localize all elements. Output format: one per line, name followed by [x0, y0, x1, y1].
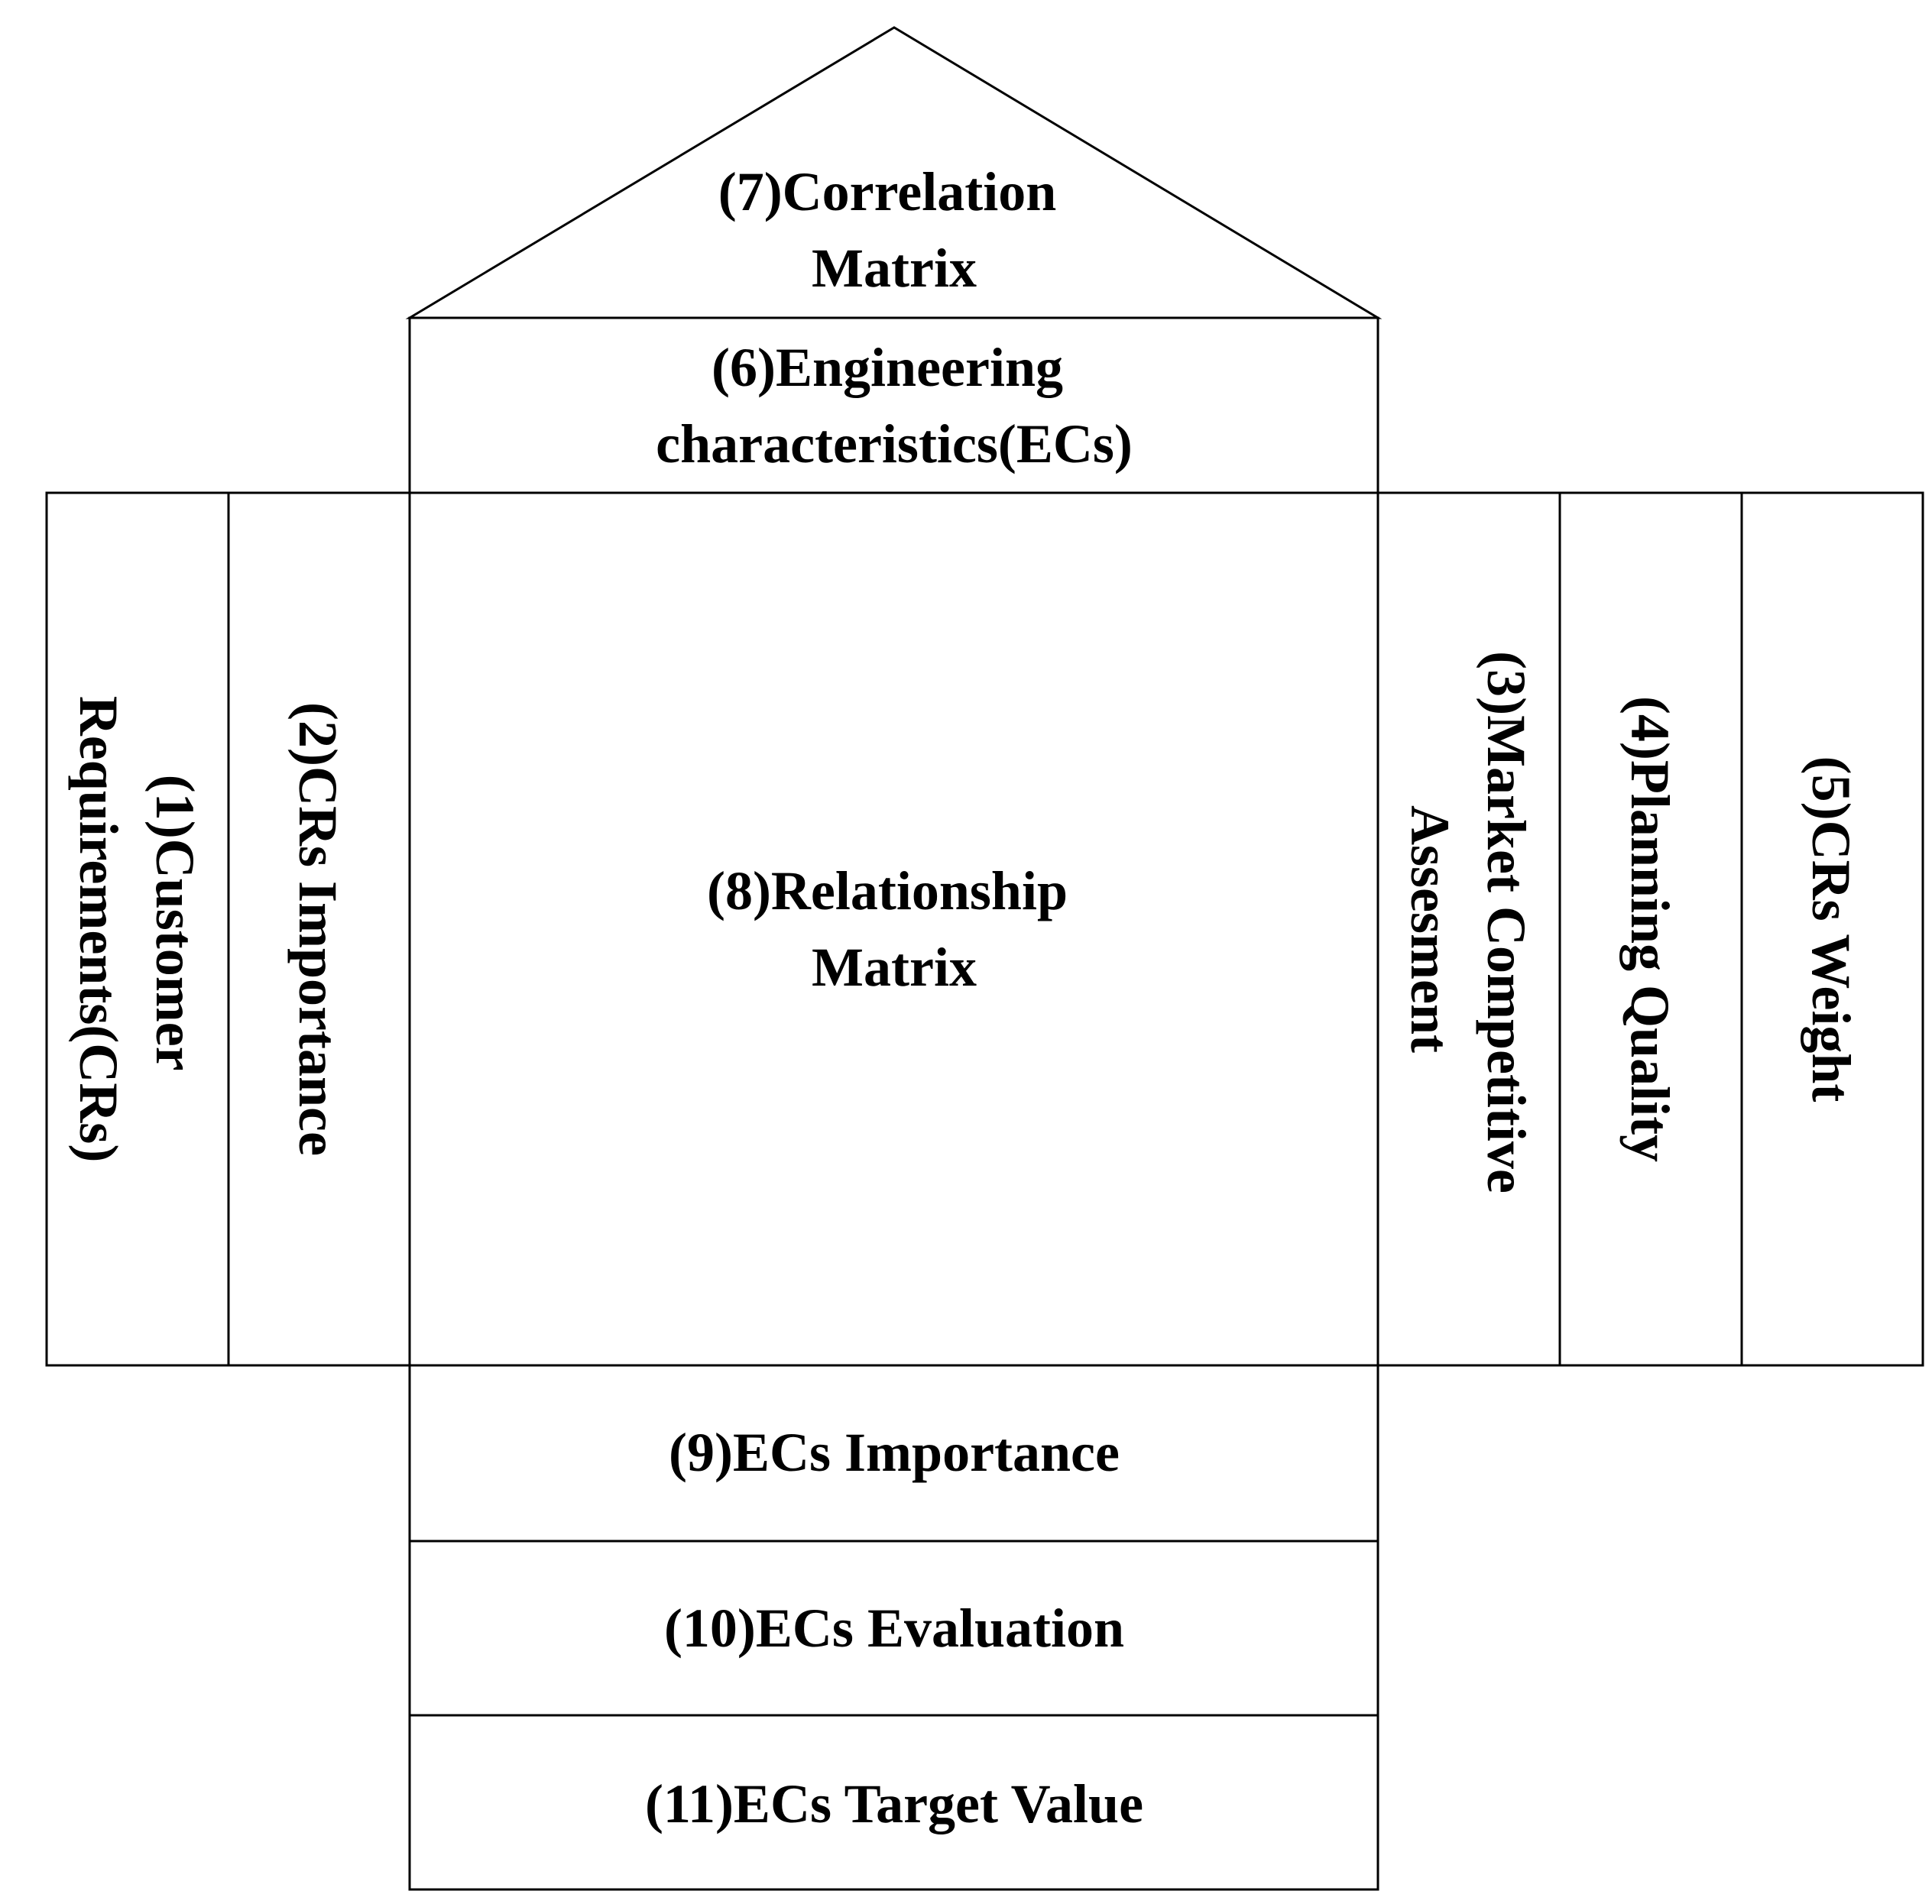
relationship-matrix-box	[408, 491, 1379, 1367]
ecs-target-value-box	[408, 1714, 1379, 1891]
crs-weight-label: (5)CRs Weight	[1801, 756, 1862, 1103]
customer-requirements-label: (1)Customer Requirements(CRs)	[68, 696, 206, 1163]
crs-importance-label: (2)CRs Importance	[287, 702, 348, 1156]
ecs-importance-label: (9)ECs Importance	[669, 1422, 1120, 1483]
market-competitive-assessment-label: (3)Market Competitive Assesment	[1399, 651, 1537, 1207]
ecs-evaluation-label: (10)ECs Evaluation	[664, 1598, 1124, 1659]
relationship-matrix-label: (8)Relationship Matrix	[707, 860, 1081, 998]
planning-quality-label: (4)Planning Quality	[1619, 696, 1681, 1162]
engineering-characteristics-label: (6)Engineering characteristics(ECs)	[656, 337, 1133, 474]
crs-weight-box	[1740, 491, 1924, 1367]
correlation-matrix-label: (7)Correlation Matrix	[718, 161, 1071, 299]
ecs-target-value-label: (11)ECs Target Value	[645, 1773, 1143, 1834]
